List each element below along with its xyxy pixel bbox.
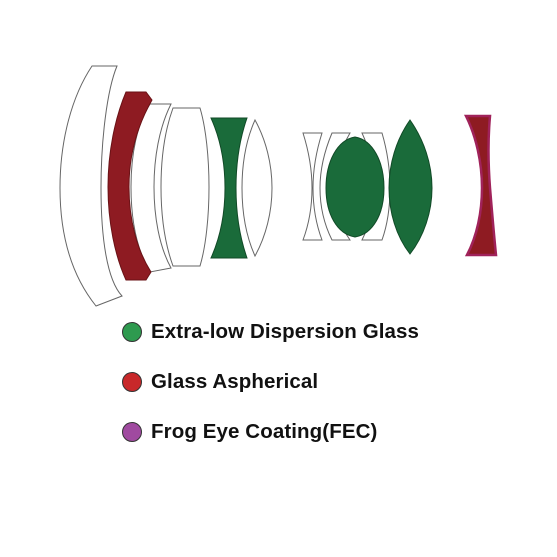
ed-lens-element-11 [388,119,433,255]
legend-dot-aspherical [122,372,142,392]
legend-label-ed-glass: Extra-low Dispersion Glass [151,320,420,343]
ed-lens-element-5 [210,117,248,259]
legend-label-aspherical: Glass Aspherical [151,370,319,393]
lens-element-1 [59,65,123,307]
aspherical-lens-element-2 [107,91,153,281]
lens-element-6 [241,118,273,258]
legend-dot-fec [122,422,142,442]
legend: Extra-low Dispersion Glass Glass Aspheri… [122,318,419,468]
aspherical-lens-element-12 [463,114,498,257]
lens-element-4 [160,107,210,267]
legend-label-fec: Frog Eye Coating(FEC) [151,420,378,443]
legend-dot-ed-glass [122,322,142,342]
ed-lens-element-9 [325,136,385,238]
legend-item-fec: Frog Eye Coating(FEC) [122,418,419,446]
legend-item-ed-glass: Extra-low Dispersion Glass [122,318,419,346]
legend-item-aspherical: Glass Aspherical [122,368,419,396]
lens-element-3 [130,103,172,273]
lens-element-7 [302,132,323,241]
